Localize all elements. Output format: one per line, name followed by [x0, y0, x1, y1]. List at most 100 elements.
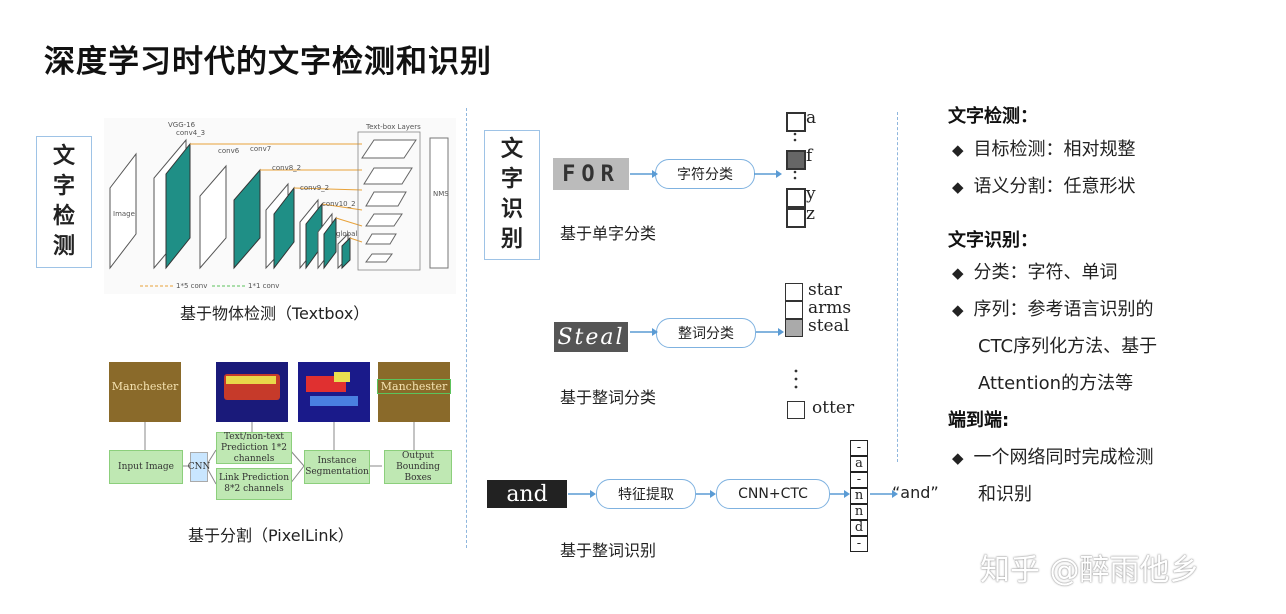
- divider-left: [466, 108, 467, 548]
- seq-cell: -: [850, 536, 868, 552]
- char-cand-f: f: [806, 146, 813, 166]
- fig-image-label: Image: [113, 210, 135, 218]
- summary-recognition-heading: 文字识别：: [948, 230, 1038, 251]
- char-arrows: [630, 170, 782, 178]
- word-cand-otter: otter: [812, 398, 855, 418]
- input-image-plane: [109, 152, 137, 270]
- bullet-diamond-icon: ◆: [952, 264, 964, 282]
- seq-arrows: [568, 490, 898, 498]
- divider-right: [897, 112, 898, 462]
- seq-output-text: “and”: [892, 483, 939, 502]
- fig-vgg-label: VGG-16: [168, 121, 196, 129]
- pixellink-linkpred-box: Link Prediction 8*2 channels: [216, 468, 292, 500]
- seq-cell: n: [850, 488, 868, 504]
- pixellink-textpred-box: Text/non-text Prediction 1*2 channels: [216, 432, 292, 464]
- char-cand-y: y: [806, 184, 816, 204]
- char-cand-box-z: [786, 208, 806, 228]
- pixellink-input-word: Manchester: [111, 380, 179, 393]
- fig-conv8-label: conv8_2: [272, 164, 302, 172]
- seq-cnnctc-step: CNN+CTC: [716, 479, 830, 509]
- bullet-diamond-icon: ◆: [952, 449, 964, 467]
- recognition-label: 文字识别: [484, 130, 540, 260]
- bullet-diamond-icon: ◆: [952, 141, 964, 159]
- summary-detection-item-1: ◆目标检测：相对规整: [952, 139, 1136, 160]
- summary-e2e-heading: 端到端:: [948, 410, 1010, 431]
- summary-recognition-item-2: ◆序列：参考语言识别的: [952, 299, 1154, 320]
- detection-label: 文字检测: [36, 136, 92, 268]
- fig-conv4-label: conv4_3: [176, 129, 206, 137]
- textbox-plate-1: [361, 139, 417, 159]
- char-cand-box-y: [786, 188, 806, 208]
- word-classify-step: 整词分类: [656, 318, 756, 348]
- fig-legend1: 1*5 conv: [176, 282, 208, 290]
- vertical-char: 字: [52, 174, 75, 199]
- char-cand-z: z: [806, 204, 815, 224]
- recognition-label-char: 文字识别: [501, 135, 523, 255]
- fig-nms-label: NMS: [433, 190, 449, 198]
- summary-detection-item-2: ◆语义分割：任意形状: [952, 176, 1136, 197]
- fig-conv9-label: conv9_2: [300, 184, 330, 192]
- textbox-plate-3: [365, 191, 407, 207]
- vertical-char: 字: [500, 167, 523, 192]
- pixellink-instseg-box: Instance Segmentation: [304, 450, 370, 484]
- nms-block: [429, 137, 449, 269]
- fig-conv6-label: conv6: [218, 147, 240, 155]
- word-cand-box-star: [785, 283, 803, 301]
- word-cand-box-steal: [785, 319, 803, 337]
- word-arrows: [630, 328, 784, 336]
- seq-feature-step: 特征提取: [596, 479, 696, 509]
- vertical-char: 文: [52, 144, 75, 169]
- pixellink-output-thumb: Manchester: [377, 362, 451, 422]
- char-classify-step: 字符分类: [655, 159, 755, 189]
- textbox-plate-2: [363, 167, 413, 185]
- fig-legend2: 1*1 conv: [248, 282, 280, 290]
- seq-cell: -: [850, 472, 868, 488]
- textbox-network-figure: [104, 118, 456, 294]
- char-cand-a: a: [806, 108, 817, 128]
- pixellink-caption: 基于分割（PixelLink）: [188, 526, 354, 545]
- char-caption: 基于单字分类: [560, 224, 657, 243]
- bullet-diamond-icon: ◆: [952, 301, 964, 319]
- textbox-plate-5: [365, 233, 397, 245]
- word-cand-steal: steal: [808, 316, 850, 336]
- seq-cell: n: [850, 504, 868, 520]
- seq-cell: a: [850, 456, 868, 472]
- seq-caption: 基于整词识别: [560, 541, 657, 560]
- word-cand-box-arms: [785, 301, 803, 319]
- char-cand-dots: [793, 132, 797, 180]
- seq-word-image: and: [487, 480, 567, 508]
- pixellink-cnn-box: CNN: [188, 452, 210, 482]
- textbox-caption: 基于物体检测（Textbox）: [180, 304, 370, 323]
- summary-recognition-cont-1: CTC序列化方法、基于: [978, 336, 1158, 357]
- conv6-block: [199, 164, 227, 270]
- word-cand-dots: [794, 369, 798, 389]
- pixellink-output-box: Output Bounding Boxes: [384, 450, 452, 484]
- char-cand-box-a: [786, 112, 806, 132]
- char-cand-box-f: [786, 150, 806, 170]
- bullet-diamond-icon: ◆: [952, 178, 964, 196]
- textbox-plate-4: [365, 213, 403, 227]
- word-cand-arms: arms: [808, 298, 852, 318]
- vertical-char: 文: [500, 137, 523, 162]
- fig-conv7-label: conv7: [250, 145, 272, 153]
- word-word-image: Steal: [554, 322, 628, 352]
- vertical-char: 识: [500, 197, 523, 222]
- summary-recognition-item-1: ◆分类：字符、单词: [952, 262, 1118, 283]
- pixellink-seg-thumb-1: [216, 362, 288, 422]
- pixellink-seg-thumb-2: [298, 362, 370, 422]
- vertical-char: 测: [52, 234, 75, 259]
- fig-conv10-label: conv10_2: [322, 200, 356, 208]
- fig-layers-label: Text-box Layers: [366, 123, 421, 131]
- word-caption: 基于整词分类: [560, 388, 657, 407]
- seq-cell: -: [850, 440, 868, 456]
- fig-global-label: global: [336, 230, 358, 238]
- summary-detection-heading: 文字检测：: [948, 106, 1038, 127]
- textbox-plate-6: [365, 253, 393, 263]
- summary-recognition-cont-2: Attention的方法等: [978, 373, 1134, 394]
- textbox-layers-frame: [357, 131, 421, 271]
- page-title: 深度学习时代的文字检测和识别: [44, 44, 492, 80]
- pixellink-input-box: Input Image: [109, 450, 183, 484]
- vertical-char: 检: [52, 204, 75, 229]
- word-cand-box-otter: [787, 401, 805, 419]
